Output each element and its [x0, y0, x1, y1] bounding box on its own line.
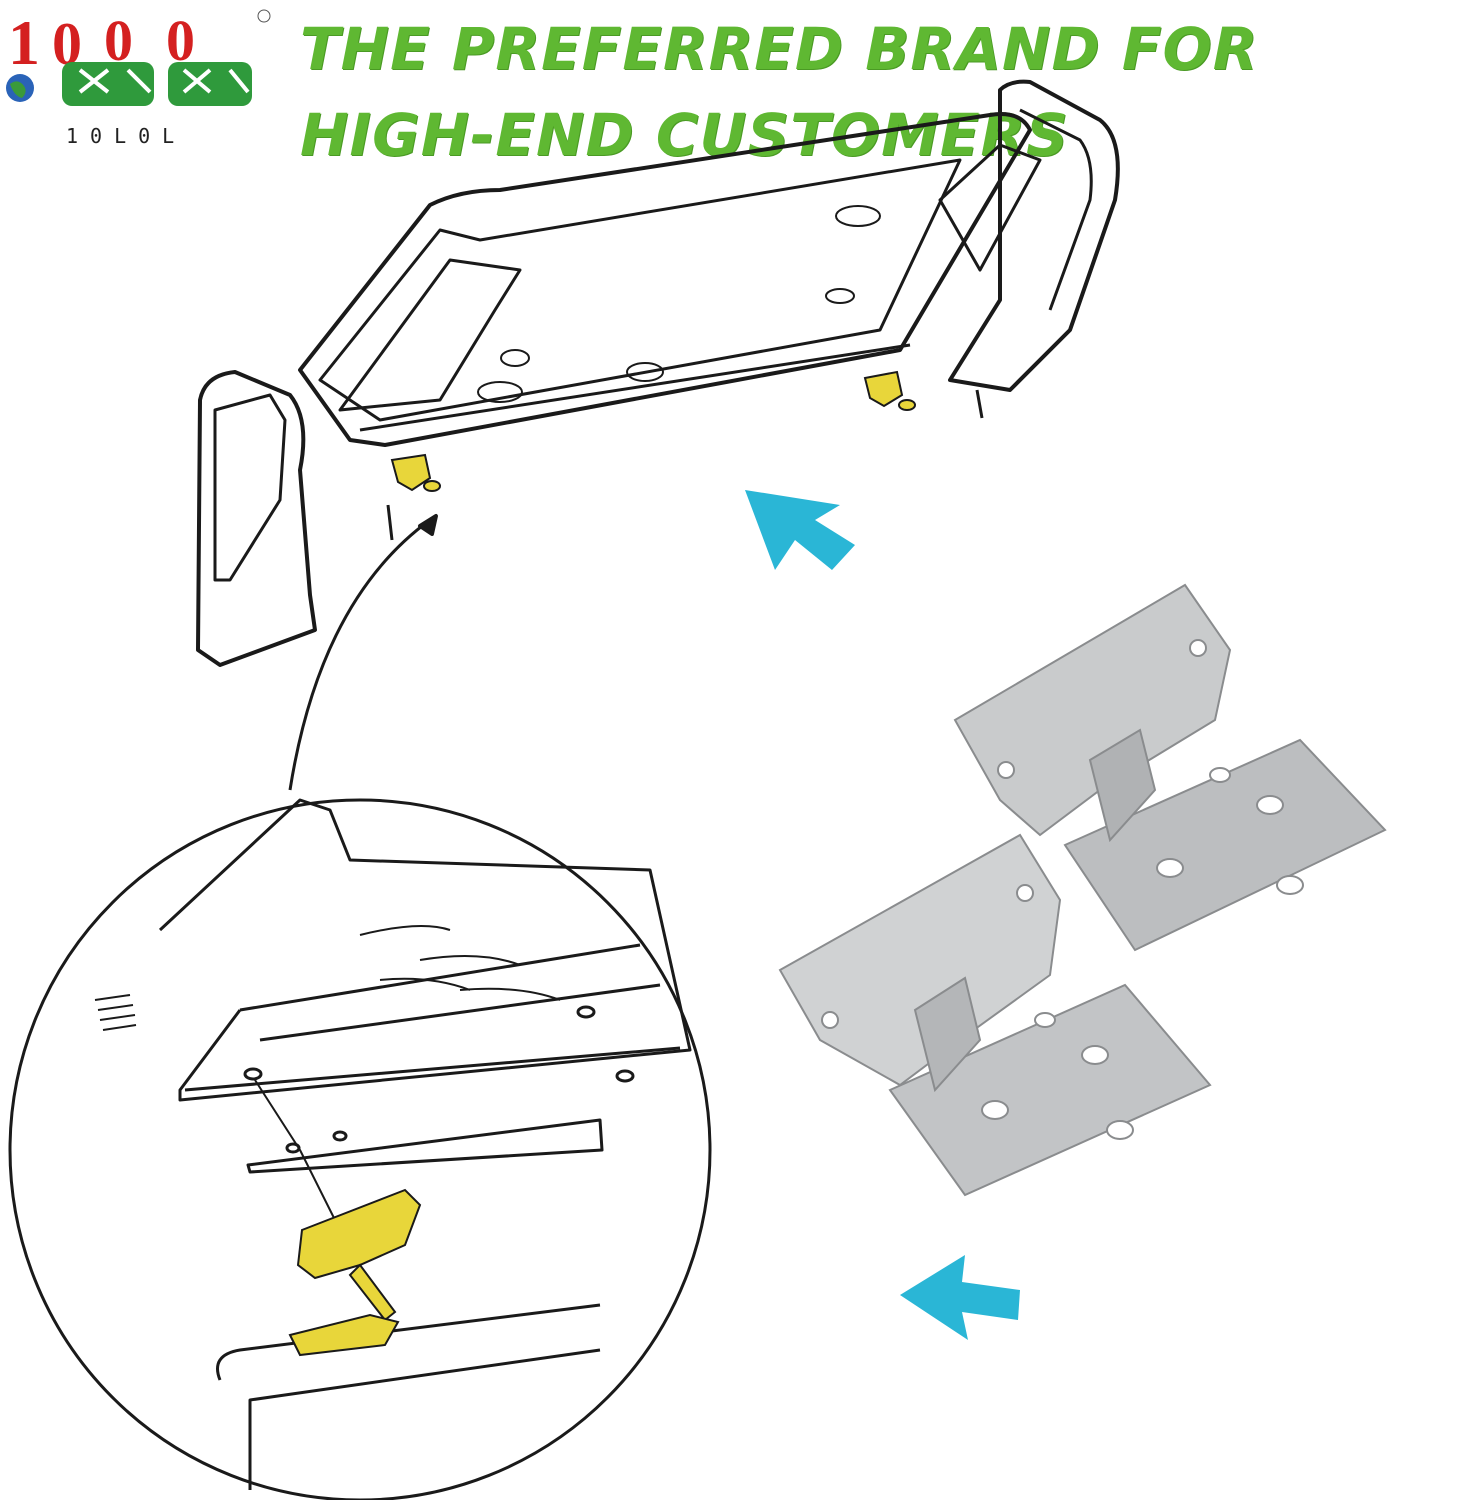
- seat-assembly: [196, 79, 1120, 667]
- bracket-highlight-left: [390, 453, 432, 492]
- arrow-left-icon: [900, 1255, 1020, 1340]
- hinge-front: [778, 833, 1212, 1197]
- logo-mark: 1 0 0 0: [6, 7, 271, 106]
- svg-text:1: 1: [8, 7, 40, 78]
- logo-wordmark: 10L0L: [66, 124, 187, 148]
- detail-circle: [8, 798, 712, 1500]
- guide-arrow: [288, 518, 431, 791]
- svg-text:0: 0: [104, 8, 133, 73]
- bracket-highlight-right: [863, 370, 904, 408]
- brand-logo: 1 0 0 0 10L0L: [0, 0, 280, 160]
- headline: THE PREFERRED BRAND FOR HIGH-END CUSTOME…: [300, 15, 1259, 169]
- arrow-left-up-icon: [745, 490, 855, 570]
- svg-text:0: 0: [166, 8, 195, 73]
- hinge-back: [953, 583, 1387, 952]
